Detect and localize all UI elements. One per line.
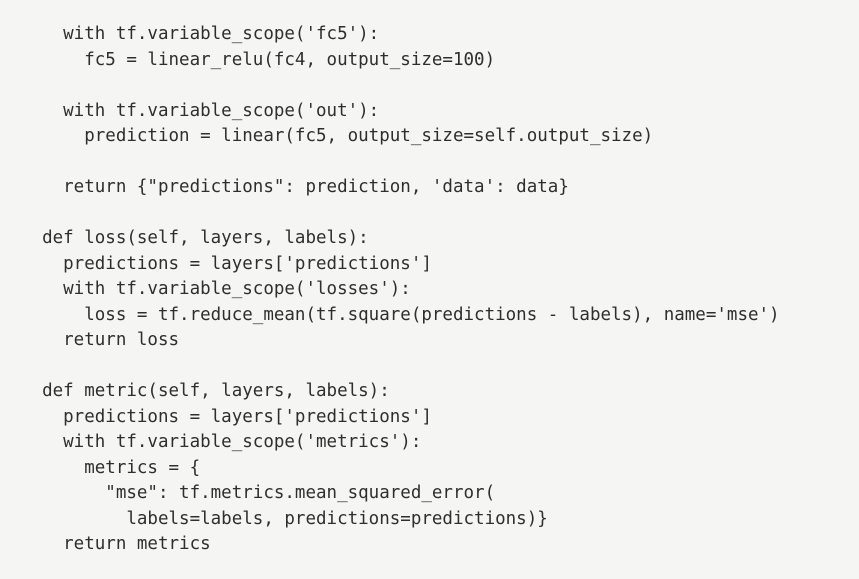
code-line-blank bbox=[21, 201, 849, 227]
code-line: with tf.variable_scope('losses'): bbox=[21, 279, 411, 299]
code-line: prediction = linear(fc5, output_size=sel… bbox=[21, 126, 654, 146]
code-block: with tf.variable_scope('fc5'): fc5 = lin… bbox=[21, 24, 849, 554]
code-line-blank bbox=[21, 73, 849, 99]
code-line: return {"predictions": prediction, 'data… bbox=[21, 177, 569, 197]
code-line: loss = tf.reduce_mean(tf.square(predicti… bbox=[21, 304, 780, 325]
code-line: return metrics bbox=[21, 534, 211, 554]
code-line: def metric(self, layers, labels): bbox=[21, 381, 390, 401]
code-line: return loss bbox=[21, 330, 180, 350]
code-line: with tf.variable_scope('fc5'): bbox=[21, 24, 380, 44]
code-line: fc5 = linear_relu(fc4, output_size=100) bbox=[21, 49, 496, 70]
code-line: def loss(self, layers, labels): bbox=[21, 228, 369, 248]
code-line: predictions = layers['predictions'] bbox=[21, 406, 432, 427]
code-line: predictions = layers['predictions'] bbox=[21, 253, 432, 274]
code-line: with tf.variable_scope('metrics'): bbox=[21, 432, 422, 452]
code-line: metrics = { bbox=[21, 457, 201, 478]
code-line: with tf.variable_scope('out'): bbox=[21, 100, 380, 121]
code-line-blank bbox=[21, 354, 849, 380]
code-line-blank bbox=[21, 150, 849, 176]
code-line: labels=labels, predictions=predictions)} bbox=[21, 508, 548, 529]
code-line: "mse": tf.metrics.mean_squared_error( bbox=[21, 483, 496, 503]
